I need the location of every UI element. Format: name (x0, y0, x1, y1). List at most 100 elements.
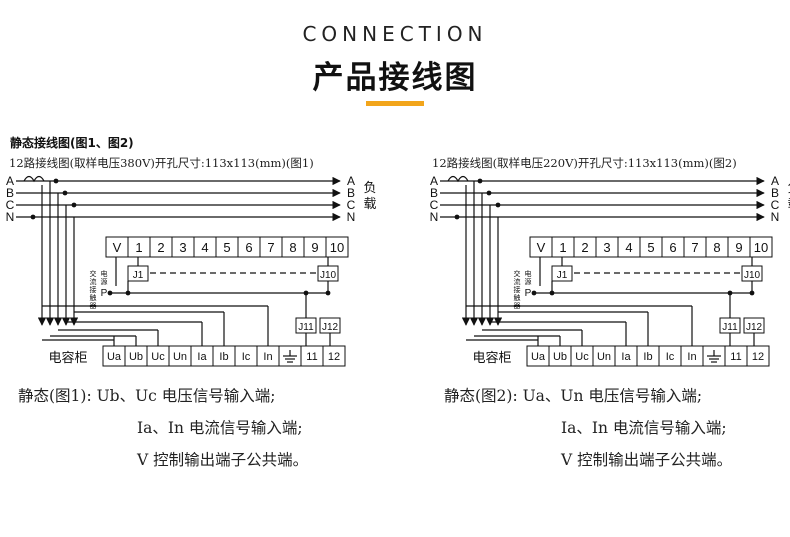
bottom-terminal-12 (746, 345, 770, 367)
top-terminal-label: 1 (135, 240, 142, 255)
load-label-char: 负 (787, 180, 790, 195)
power-label-char: 电 (101, 269, 108, 278)
power-label-char: 电 (525, 269, 532, 278)
diagram-1-caption: 12路接线图(取样电压380V)开孔尺寸:113x113(mm)(图1) (9, 156, 314, 170)
diagram-2-caption: 12路接线图(取样电压220V)开孔尺寸:113x113(mm)(图2) (432, 156, 737, 170)
top-terminal-label: 3 (179, 240, 186, 255)
top-terminal-label: 2 (157, 240, 164, 255)
p-label: P (525, 288, 532, 299)
top-terminal-label: 4 (625, 240, 632, 255)
top-terminal-label: 4 (201, 240, 208, 255)
top-terminal-label: 8 (289, 240, 296, 255)
bottom-terminal-label: Ic (242, 351, 251, 363)
line-label-left-B: B (430, 186, 438, 200)
bottom-terminal-label: Ua (531, 351, 546, 363)
line-label-right-A: A (347, 174, 355, 188)
junction-dot (62, 190, 68, 196)
title-accent-bar (366, 101, 424, 106)
wiring-diagram-2: AABBCCNN负载电容柜V12345678910J1J10J11J12交流接触… (430, 174, 790, 367)
bottom-terminal-12 (322, 345, 346, 367)
bottom-terminal-label: Ua (107, 351, 122, 363)
line-label-left-A: A (6, 174, 14, 188)
top-terminal-label: 5 (647, 240, 654, 255)
line-label-right-N: N (771, 210, 780, 224)
line-label-right-B: B (347, 186, 355, 200)
bottom-terminal-label: Ib (219, 351, 228, 363)
load-label-char: 负 (363, 180, 376, 195)
p-label: P (101, 288, 108, 299)
top-terminal-label: 10 (754, 240, 768, 255)
diagram-1-desc-line-3: V 控制输出端子公共端。 (137, 451, 309, 469)
junction-dot (477, 178, 483, 184)
power-label-char: 源 (525, 277, 532, 286)
top-terminal-label: 9 (735, 240, 742, 255)
relay-j11-label: J11 (722, 322, 738, 333)
junction-dot (71, 202, 77, 208)
line-label-left-A: A (430, 174, 438, 188)
bottom-terminal-label: 12 (752, 351, 764, 363)
contactor-label-char: 接 (514, 285, 521, 294)
relay-j11-label: J11 (298, 322, 314, 333)
diagram-1-desc-line-1: 静态(图1): Ub、Uc 电压信号输入端; (18, 387, 276, 405)
line-label-left-B: B (6, 186, 14, 200)
top-terminal-label: 6 (669, 240, 676, 255)
bottom-terminal-label: Ub (129, 351, 143, 363)
junction-dot (53, 178, 59, 184)
page-title: 产品接线图 (312, 60, 478, 96)
line-label-right-A: A (771, 174, 779, 188)
top-terminal-label: 8 (713, 240, 720, 255)
line-label-left-N: N (6, 210, 15, 224)
diagram-1-desc-line-2: Ia、In 电流信号输入端; (137, 419, 303, 437)
line-label-left-C: C (6, 198, 15, 212)
contactor-label-char: 交 (90, 269, 97, 278)
contactor-label-char: 流 (90, 277, 97, 286)
top-terminal-label: 3 (603, 240, 610, 255)
top-terminal-10 (749, 236, 773, 258)
bottom-terminal-label: Un (597, 351, 611, 363)
contactor-label-char: 交 (514, 269, 521, 278)
bottom-terminal-label: 11 (730, 351, 741, 363)
capacitor-label: 电容柜 (48, 350, 87, 365)
diagram-2-desc-line-3: V 控制输出端子公共端。 (561, 451, 733, 469)
relay-j10-label: J10 (320, 270, 337, 281)
bottom-terminal-label: Ib (643, 351, 652, 363)
top-terminal-label: 2 (581, 240, 588, 255)
bottom-terminal-label: Ia (621, 351, 631, 363)
top-terminal-label: V (537, 240, 546, 255)
top-terminal-10 (325, 236, 349, 258)
diagram-2-desc-line-2: Ia、In 电流信号输入端; (561, 419, 727, 437)
junction-dot (107, 290, 113, 296)
line-label-right-N: N (347, 210, 356, 224)
bottom-terminal-label: Uc (575, 351, 589, 363)
ct-coil (447, 175, 469, 183)
junction-dot (30, 214, 36, 220)
relay-j1-label: J1 (557, 270, 568, 281)
relay-j1-label: J1 (133, 270, 144, 281)
top-terminal-label: 7 (267, 240, 274, 255)
bottom-terminal-label: Ic (666, 351, 675, 363)
line-label-right-C: C (771, 198, 780, 212)
diagram-2-desc-line-1: 静态(图2): Ua、Un 电压信号输入端; (444, 387, 703, 405)
bottom-terminal-label: Uc (151, 351, 165, 363)
load-label-char: 载 (787, 196, 790, 211)
bottom-terminal-label: 11 (306, 351, 317, 363)
contactor-label-char: 触 (514, 293, 521, 302)
contactor-label-char: 流 (514, 277, 521, 286)
bottom-terminal-label: Ub (553, 351, 567, 363)
bottom-terminal-label: In (263, 351, 272, 363)
junction-dot (495, 202, 501, 208)
capacitor-label: 电容柜 (472, 350, 511, 365)
bottom-terminal-label: Un (173, 351, 187, 363)
junction-dot (486, 190, 492, 196)
top-terminal-label: 1 (559, 240, 566, 255)
junction-dot (531, 290, 537, 296)
line-label-left-N: N (430, 210, 439, 224)
contactor-label-char: 接 (90, 285, 97, 294)
line-label-left-C: C (430, 198, 439, 212)
top-terminal-label: V (113, 240, 122, 255)
bottom-terminal-label: Ia (197, 351, 207, 363)
power-label-char: 源 (101, 277, 108, 286)
top-terminal-label: 7 (691, 240, 698, 255)
top-terminal-label: 9 (311, 240, 318, 255)
